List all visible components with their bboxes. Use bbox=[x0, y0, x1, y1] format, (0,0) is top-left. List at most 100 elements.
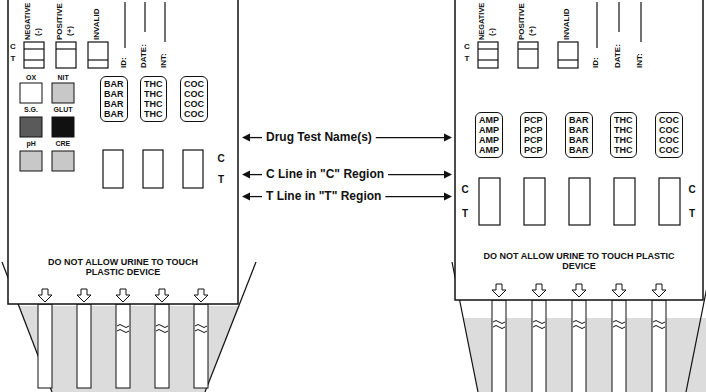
result-label: INVALID bbox=[93, 9, 102, 40]
strip-mark bbox=[653, 326, 665, 329]
write-line bbox=[596, 2, 597, 48]
drug-name: THC THC THC THC bbox=[614, 115, 633, 155]
window bbox=[479, 178, 500, 225]
write-line bbox=[144, 2, 145, 32]
result-label: POSITIVE bbox=[518, 3, 527, 40]
write-line bbox=[618, 2, 619, 32]
drug-name: BAR BAR BAR BAR bbox=[569, 115, 589, 155]
dip-arrow bbox=[492, 284, 506, 297]
arrow-head bbox=[242, 171, 250, 179]
line-letter: C bbox=[462, 184, 469, 195]
leader-line bbox=[248, 196, 262, 197]
strip-mark bbox=[533, 321, 545, 324]
strip-mark bbox=[156, 325, 168, 328]
warning-text: DO NOT ALLOW URINE TO TOUCH PLASTIC DEVI… bbox=[33, 258, 213, 278]
window bbox=[103, 150, 123, 188]
line-letter: C bbox=[10, 43, 16, 52]
strip-mark bbox=[653, 321, 665, 324]
drug-name-box: BAR BAR BAR BAR bbox=[100, 76, 128, 122]
drug-name-box: THC THC THC THC bbox=[140, 76, 167, 122]
line-letter: C bbox=[218, 153, 225, 164]
write-line bbox=[640, 2, 641, 42]
strip-mark bbox=[117, 330, 129, 333]
c-line bbox=[518, 48, 538, 49]
drug-name: COC COC COC COC bbox=[184, 79, 204, 119]
line-letter: T bbox=[689, 208, 695, 219]
pad-label: pH bbox=[27, 140, 36, 148]
field-label: ID: bbox=[120, 57, 129, 68]
leader-line bbox=[385, 196, 446, 197]
window bbox=[524, 178, 545, 225]
leader-line bbox=[248, 137, 262, 138]
line-letter: T bbox=[11, 55, 16, 64]
result-label: POSITIVE bbox=[56, 3, 65, 40]
leader-line bbox=[248, 174, 262, 175]
leader-line bbox=[376, 137, 446, 138]
drug-name: BAR BAR BAR BAR bbox=[104, 79, 124, 119]
pad bbox=[52, 151, 74, 171]
dip-arrow bbox=[612, 284, 626, 297]
strip-mark bbox=[533, 326, 545, 329]
result-sign: (-) bbox=[488, 28, 497, 36]
field-label: INT: bbox=[160, 53, 169, 68]
drug-name-box: COC COC COC COC bbox=[655, 112, 683, 158]
callout-label: Drug Test Name(s) bbox=[266, 131, 372, 144]
window bbox=[183, 150, 203, 188]
drug-name: AMP AMP AMP AMP bbox=[479, 115, 499, 155]
result-label: INVALID bbox=[563, 9, 572, 40]
drug-name: THC THC THC THC bbox=[144, 79, 163, 119]
field-label: INT: bbox=[636, 53, 645, 68]
test-strip bbox=[572, 300, 586, 392]
arrow-head bbox=[444, 134, 452, 142]
test-strip bbox=[77, 304, 91, 388]
result-box bbox=[88, 42, 108, 68]
result-label: NEGATIVE bbox=[478, 3, 487, 40]
c-line bbox=[56, 48, 76, 49]
drug-name: PCP PCP PCP PCP bbox=[524, 115, 543, 155]
write-line bbox=[124, 2, 125, 48]
pad bbox=[52, 117, 74, 137]
warning-text: DO NOT ALLOW URINE TO TOUCH PLASTIC DEVI… bbox=[479, 252, 679, 272]
test-strip bbox=[155, 304, 169, 388]
arrow-head bbox=[242, 193, 250, 201]
dip-arrow bbox=[532, 284, 546, 297]
t-line bbox=[88, 59, 108, 60]
test-strip bbox=[492, 300, 506, 392]
result-label: NEGATIVE bbox=[24, 3, 33, 40]
result-sign: (+) bbox=[528, 26, 537, 36]
window bbox=[659, 178, 680, 225]
strip-mark bbox=[195, 330, 207, 333]
strips-and-arrows bbox=[38, 300, 666, 392]
result-box bbox=[24, 42, 44, 68]
callout-label: T Line in "T" Region bbox=[266, 190, 381, 203]
test-card bbox=[8, 0, 238, 304]
drug-name-box: BAR BAR BAR BAR bbox=[565, 112, 593, 158]
window bbox=[143, 150, 163, 188]
test-strip bbox=[38, 304, 52, 388]
drug-name-box: AMP AMP AMP AMP bbox=[475, 112, 503, 158]
arrow-head bbox=[444, 193, 452, 201]
arrow-head bbox=[444, 171, 452, 179]
pad-label: CRE bbox=[56, 140, 71, 148]
pad-label: OX bbox=[26, 74, 36, 82]
strip-mark bbox=[156, 330, 168, 333]
drug-name-box: COC COC COC COC bbox=[180, 76, 208, 122]
result-sign: (+) bbox=[66, 26, 75, 36]
strip-mark bbox=[573, 321, 585, 324]
pad bbox=[20, 117, 42, 137]
dip-arrow bbox=[155, 289, 169, 302]
dip-arrow bbox=[194, 289, 208, 302]
strip-mark bbox=[195, 325, 207, 328]
c-line bbox=[24, 48, 44, 49]
pad bbox=[52, 83, 74, 103]
window bbox=[569, 178, 590, 225]
line-letter: C bbox=[689, 184, 696, 195]
dip-arrow bbox=[38, 289, 52, 302]
dip-arrow bbox=[116, 289, 130, 302]
result-box bbox=[558, 42, 578, 68]
dip-arrow bbox=[572, 284, 586, 297]
t-line bbox=[558, 59, 578, 60]
callout-label: C Line in "C" Region bbox=[266, 168, 384, 181]
line-letter: C bbox=[464, 43, 470, 52]
